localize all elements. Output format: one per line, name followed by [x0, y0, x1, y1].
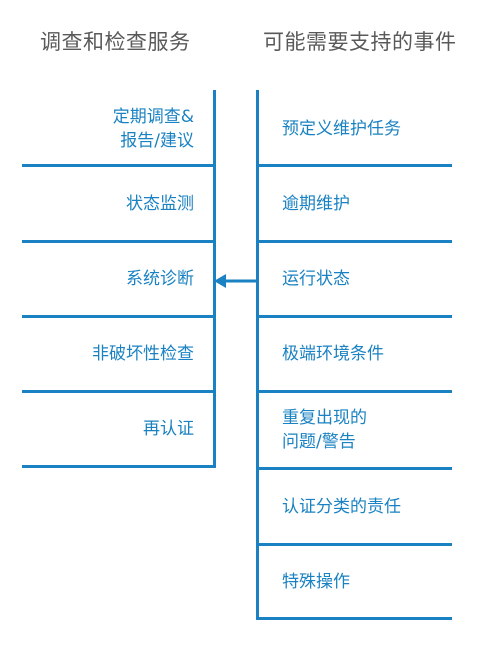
right-column-divider: [256, 90, 259, 620]
right-item-operating-status: 运行状态: [282, 269, 350, 289]
right-row-separator: [256, 543, 452, 546]
right-item-predefined-maintenance: 预定义维护任务: [282, 119, 401, 139]
left-row-separator: [22, 390, 216, 393]
left-arrow-icon: [214, 274, 256, 288]
right-row-separator: [256, 315, 452, 318]
left-row-separator: [22, 240, 216, 243]
right-row-separator: [256, 164, 452, 167]
right-row-separator: [256, 467, 452, 470]
right-item-certification-duty: 认证分类的责任: [282, 496, 401, 517]
left-item-ndt: 非破坏性检查: [92, 344, 194, 364]
right-item-special-operations: 特殊操作: [282, 571, 350, 592]
left-column-divider: [213, 90, 216, 468]
left-row-separator: [22, 164, 216, 167]
left-column-title: 调查和检查服务: [40, 30, 191, 54]
right-row-separator: [256, 390, 452, 393]
left-row-separator: [22, 465, 216, 468]
left-item-periodic-survey: 定期调查& 报告/建议: [112, 107, 194, 151]
right-item-overdue-maintenance: 逾期维护: [282, 193, 350, 214]
left-item-condition-monitoring: 状态监测: [126, 193, 194, 214]
left-item-recertification: 再认证: [143, 419, 194, 439]
right-row-separator: [256, 617, 452, 620]
right-item-recurring-issues: 重复出现的 问题/警告: [282, 408, 367, 452]
right-item-extreme-conditions: 极端环境条件: [282, 344, 384, 364]
right-row-separator: [256, 240, 452, 243]
left-item-system-diagnosis: 系统诊断: [126, 269, 194, 289]
right-column-title: 可能需要支持的事件: [263, 30, 457, 54]
left-row-separator: [22, 315, 216, 318]
